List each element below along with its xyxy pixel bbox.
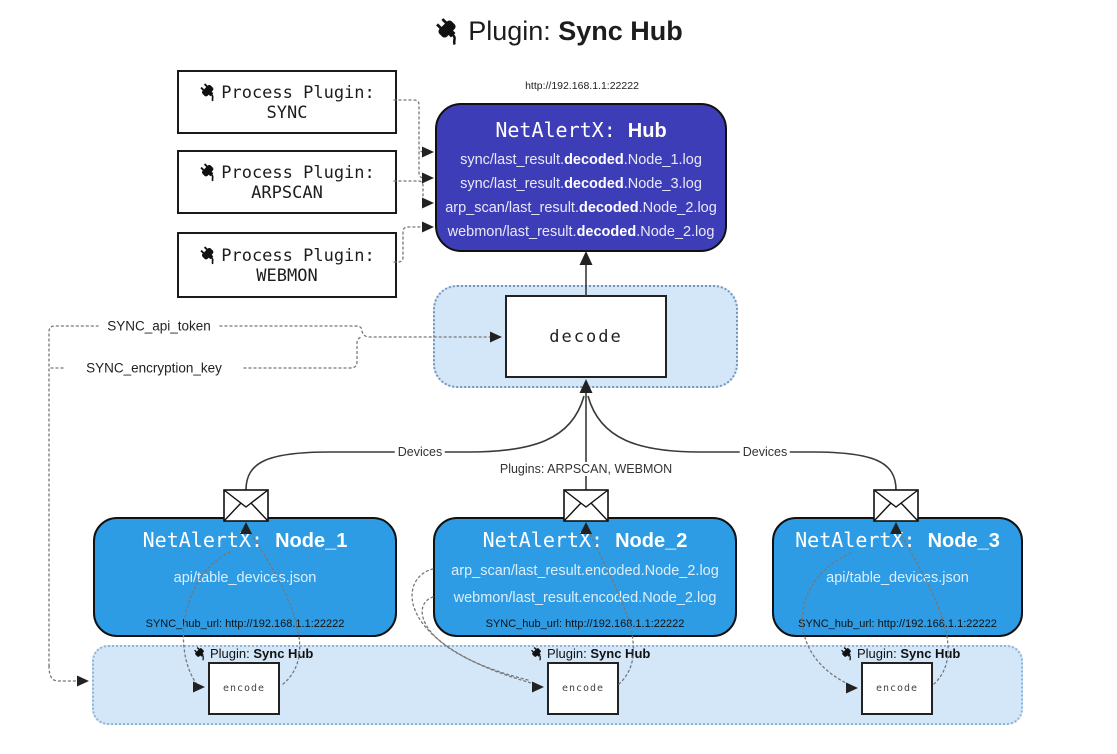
- plug-icon: [193, 646, 208, 661]
- process-plugin-box-sync: Process Plugin: SYNC: [177, 70, 397, 134]
- arrowhead-right-icon: [77, 675, 89, 687]
- encryption-key-line: [243, 336, 363, 369]
- band-plugin-label: Plugin: Sync Hub: [193, 645, 313, 663]
- process-plugin-label: Process Plugin:: [221, 245, 375, 266]
- node-title: NetAlertX: Node_1: [142, 528, 348, 552]
- plug-icon: [434, 16, 464, 46]
- node-file-line: api/table_devices.json: [173, 570, 317, 586]
- node-box-node-2: NetAlertX: Node_2 arp_scan/last_result.e…: [433, 517, 737, 637]
- arrowhead-right-icon: [422, 172, 434, 184]
- token-left-line: [48, 325, 99, 667]
- band-plugin-label: Plugin: Sync Hub: [840, 645, 960, 663]
- plug-icon: [840, 646, 855, 661]
- hub-log-line: webmon/last_result.decoded.Node_2.log: [447, 224, 715, 240]
- process-plugin-box-arpscan: Process Plugin: ARPSCAN: [177, 150, 397, 214]
- encode-box: encode: [547, 662, 619, 715]
- arrowhead-right-icon: [422, 146, 434, 158]
- decode-box: decode: [505, 295, 667, 378]
- plug-icon: [199, 82, 219, 102]
- node-box-node-1: NetAlertX: Node_1 api/table_devices.json…: [93, 517, 397, 637]
- arpscan-plugin-line: [393, 180, 429, 204]
- webmon-plugin-line: [393, 226, 428, 263]
- process-plugin-name: ARPSCAN: [251, 182, 323, 203]
- title-bold: Sync Hub: [558, 16, 683, 46]
- band-plugin-label: Plugin: Sync Hub: [530, 645, 650, 663]
- page-title: Plugin: Sync Hub: [0, 16, 1117, 47]
- title-prefix: Plugin:: [468, 16, 559, 46]
- devices-edge-label: Devices: [739, 445, 791, 459]
- token-to-band-line: [48, 665, 81, 682]
- node-hub-url: SYNC_hub_url: http://192.168.1.1:22222: [485, 618, 685, 630]
- node-file-line: api/table_devices.json: [826, 570, 969, 586]
- process-plugin-box-webmon: Process Plugin: WEBMON: [177, 232, 397, 298]
- arrowhead-up-icon: [579, 251, 593, 265]
- sync-plugin-line2: [418, 151, 428, 179]
- node-file-line: webmon/last_result.encoded.Node_2.log: [453, 590, 717, 606]
- arrowhead-right-icon: [422, 197, 434, 209]
- arrowhead-right-icon: [422, 221, 434, 233]
- plug-icon: [199, 162, 219, 182]
- process-plugin-name: WEBMON: [256, 265, 318, 286]
- sync-encryption-key-label: SYNC_encryption_key: [83, 360, 225, 376]
- process-plugin-name: SYNC: [266, 102, 308, 123]
- node-hub-url: SYNC_hub_url: http://192.168.1.1:22222: [145, 618, 345, 630]
- plugins-edge-label: Plugins: ARPSCAN, WEBMON: [496, 462, 676, 476]
- hub-box: NetAlertX: Hub sync/last_result.decoded.…: [435, 103, 727, 252]
- node-title: NetAlertX: Node_2: [482, 528, 688, 552]
- process-plugin-label: Process Plugin:: [221, 162, 375, 183]
- devices-edge-label: Devices: [394, 445, 446, 459]
- plug-icon: [530, 646, 545, 661]
- encode-box: encode: [861, 662, 933, 715]
- hub-log-line: arp_scan/last_result.decoded.Node_2.log: [445, 200, 717, 216]
- node-hub-url: SYNC_hub_url: http://192.168.1.1:22222: [798, 618, 997, 630]
- hub-log-line: sync/last_result.decoded.Node_3.log: [460, 176, 702, 192]
- hub-title: NetAlertX: Hub: [495, 118, 667, 142]
- node-title: NetAlertX: Node_3: [795, 528, 1000, 552]
- node-box-node-3: NetAlertX: Node_3 api/table_devices.json…: [772, 517, 1023, 637]
- process-plugin-label: Process Plugin:: [221, 82, 375, 103]
- plug-icon: [199, 245, 219, 265]
- sync-api-token-label: SYNC_api_token: [104, 318, 214, 334]
- hub-log-line: sync/last_result.decoded.Node_1.log: [460, 152, 702, 168]
- sync-plugin-line: [393, 99, 428, 153]
- encode-box: encode: [208, 662, 280, 715]
- node-file-line: arp_scan/last_result.encoded.Node_2.log: [451, 563, 719, 579]
- hub-url-label: http://192.168.1.1:22222: [525, 80, 639, 92]
